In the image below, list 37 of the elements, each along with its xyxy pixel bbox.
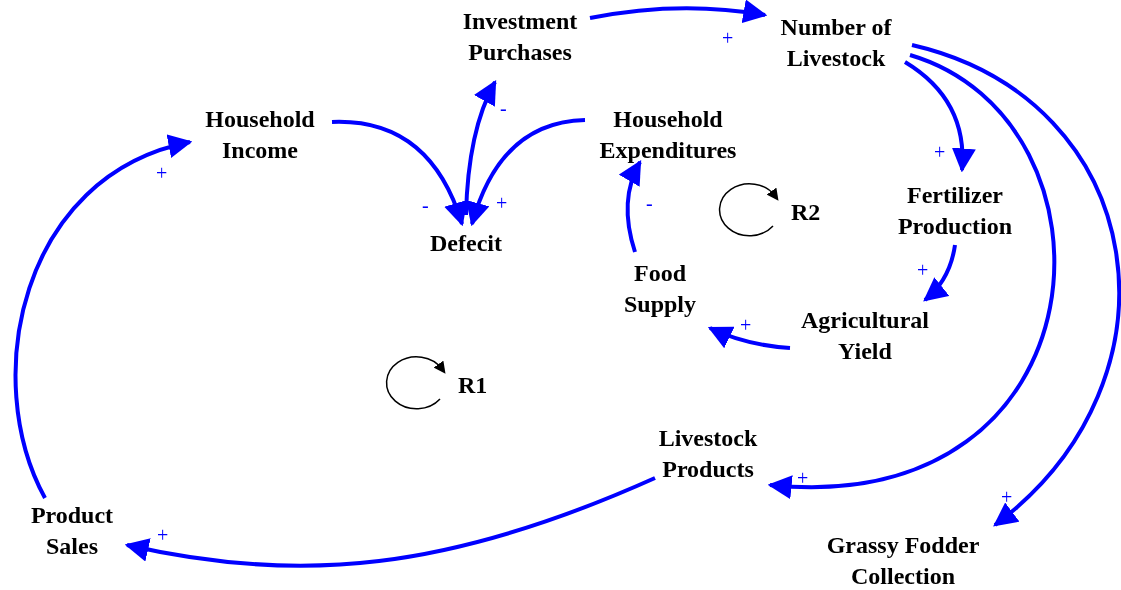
variable-label: Grassy Fodder Collection — [825, 531, 981, 590]
variable-label: Defecit — [430, 229, 502, 258]
arrow — [466, 118, 586, 227]
arrow — [707, 326, 791, 350]
polarity-label: + — [1001, 487, 1013, 507]
polarity-label: + — [496, 193, 508, 213]
variable-label: Household Income — [204, 105, 316, 165]
arrow — [124, 476, 656, 568]
arrow — [923, 244, 957, 302]
variable-label: Livestock Products — [657, 424, 759, 484]
polarity-label: - — [500, 98, 507, 118]
polarity-label: + — [934, 142, 946, 162]
variable-label: Number of Livestock — [779, 13, 893, 73]
arrow — [619, 159, 642, 253]
arrow — [589, 0, 768, 24]
polarity-label: + — [797, 468, 809, 488]
variable-label: Agricultural Yield — [800, 306, 930, 366]
polarity-label: + — [917, 260, 929, 280]
arrow — [767, 53, 1056, 498]
arrow — [903, 60, 975, 173]
polarity-label: + — [722, 28, 734, 48]
polarity-label: - — [646, 193, 653, 213]
variable-label: Product Sales — [29, 501, 115, 561]
variable-label: Household Expenditures — [598, 105, 738, 165]
polarity-label: + — [156, 163, 168, 183]
polarity-label: + — [740, 315, 752, 335]
polarity-label: - — [422, 195, 429, 215]
arrow — [332, 120, 467, 227]
polarity-label: + — [157, 525, 169, 545]
loop-label: R2 — [791, 198, 821, 226]
arrow — [13, 136, 193, 499]
loop-label: R1 — [458, 371, 488, 399]
variable-label: Fertilizer Production — [896, 181, 1014, 241]
arrow — [464, 79, 497, 216]
variable-label: Food Supply — [622, 259, 698, 319]
variable-label: Investment Purchases — [461, 7, 579, 67]
arrow — [911, 43, 1121, 527]
